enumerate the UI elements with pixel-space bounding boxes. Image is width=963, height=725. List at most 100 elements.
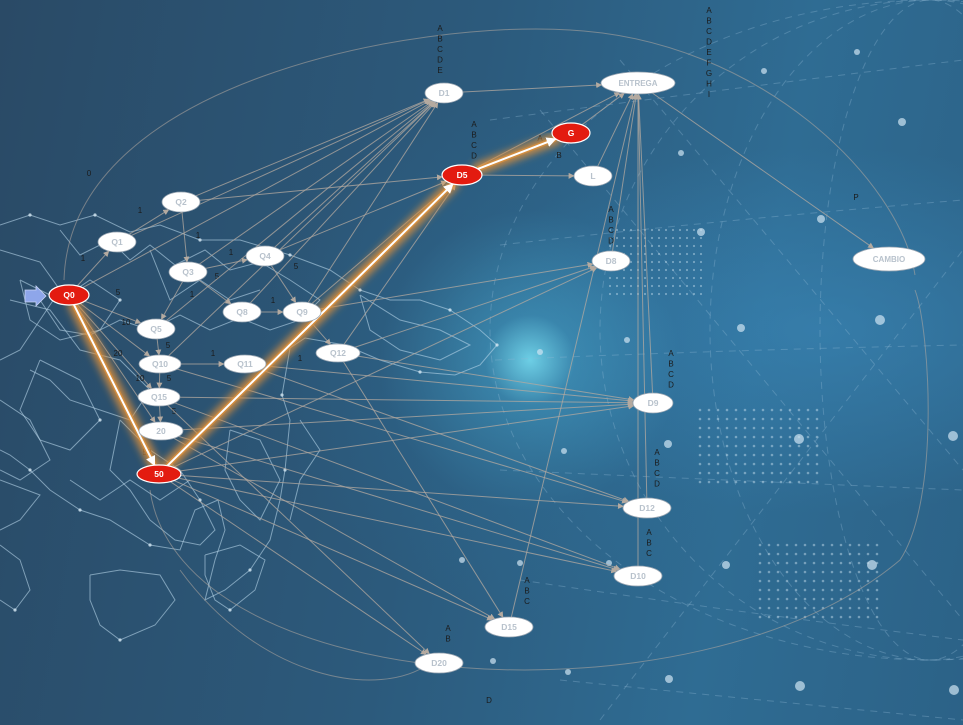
node-shape [414,652,464,674]
node-d10[interactable]: D10 [613,565,663,587]
edge-label: 1 [298,354,303,363]
node-q10[interactable]: Q10 [138,354,182,374]
node-d1[interactable]: D1 [424,82,464,104]
transition-letter: G [706,69,712,78]
node-q3[interactable]: Q3 [168,261,208,283]
node-label: 50 [154,469,164,479]
node-label: L [590,171,595,181]
edge-d12-entrega [635,93,648,499]
node-shape [168,261,208,283]
transition-letter: E [706,48,711,57]
node-g[interactable]: G [551,122,591,144]
dot-grid-decoration [608,228,879,619]
edge-label: 1 [271,296,276,305]
node-d8[interactable]: D8 [591,250,631,272]
transition-letter: D [668,381,674,390]
edge-label: P [853,193,858,202]
transition-letter: C [524,597,530,606]
node-q1[interactable]: Q1 [97,231,137,253]
highlight-edge-n50-d5 [166,183,454,467]
edge-q15-d10 [174,402,621,571]
node-shape [136,318,176,340]
edge-q10-d1 [168,101,436,357]
node-shape [223,354,267,374]
node-q8[interactable]: Q8 [222,301,262,323]
transition-letter: A [608,205,614,214]
node-q0[interactable]: Q0 [48,284,90,306]
node-d20[interactable]: D20 [414,652,464,674]
node-q15[interactable]: Q15 [137,387,181,407]
transition-letter: I [708,90,710,99]
node-label: CAMBIO [873,255,905,264]
highlight-edge-q0-n50 [72,304,156,467]
transition-letter: B [471,131,476,140]
edge-d15-entrega [510,93,638,618]
transition-letter: A [646,528,652,537]
transition-letter: A [445,624,451,633]
edge-entrega-cambio [652,92,875,249]
node-cambio[interactable]: CAMBIO [852,246,926,272]
node-label: Q3 [182,267,194,277]
letter-stack-d15: ABC [524,576,530,606]
transition-letter: D [437,56,443,65]
edge-q3-d1 [199,100,434,265]
edge-q11-d12 [260,369,630,503]
node-n50[interactable]: 50 [136,464,182,484]
node-shape [282,301,322,323]
node-shape [622,497,672,519]
transition-letter: C [646,549,652,558]
node-d12[interactable]: D12 [622,497,672,519]
highlight-path-layer [67,132,562,472]
node-label: Q2 [175,197,187,207]
edge-n50-d9 [179,403,635,472]
node-q5[interactable]: Q5 [136,318,176,340]
node-entrega[interactable]: ENTREGA [600,71,676,95]
edge-q4-d5 [279,180,448,251]
node-q2[interactable]: Q2 [161,191,201,213]
node-d5[interactable]: D5 [441,164,483,186]
edge-q15-d9 [179,396,634,406]
edge-q1-q2 [128,209,170,235]
node-l[interactable]: L [573,165,613,187]
node-label: Q15 [151,392,167,402]
node-shape [551,122,591,144]
edge-n50-d20 [170,481,427,655]
node-shape [245,245,285,267]
node-shape [136,464,182,484]
edge-q0-q5 [84,300,142,324]
node-q12[interactable]: Q12 [315,343,361,363]
node-q9[interactable]: Q9 [282,301,322,323]
edge-n20-d10 [178,435,620,572]
node-d9[interactable]: D9 [632,392,674,414]
edge-n50-d15 [173,480,493,621]
transition-letter: C [668,370,674,379]
node-shape [573,165,613,187]
transition-letter: D [608,237,614,246]
node-label: Q10 [152,359,168,369]
edge-q0-q1 [76,250,110,287]
node-label: Q11 [237,359,253,369]
edge-q3-q8 [198,279,232,305]
globe-dots-decoration [459,49,959,695]
transition-letter: D [706,38,712,47]
node-d15[interactable]: D15 [484,616,534,638]
transition-letter: C [608,226,614,235]
node-q4[interactable]: Q4 [245,245,285,267]
node-label: D8 [606,256,617,266]
edge-label: 20 [114,349,123,358]
node-n20[interactable]: 20 [138,421,184,441]
edge-q2-q3 [181,211,190,263]
node-label: Q5 [150,324,162,334]
edge-q3-q4 [205,257,248,269]
edge-q9-d1 [307,101,439,303]
transition-letter: C [471,141,477,150]
node-label: Q4 [259,251,271,261]
node-q11[interactable]: Q11 [223,354,267,374]
edge-d8-entrega [612,93,639,252]
